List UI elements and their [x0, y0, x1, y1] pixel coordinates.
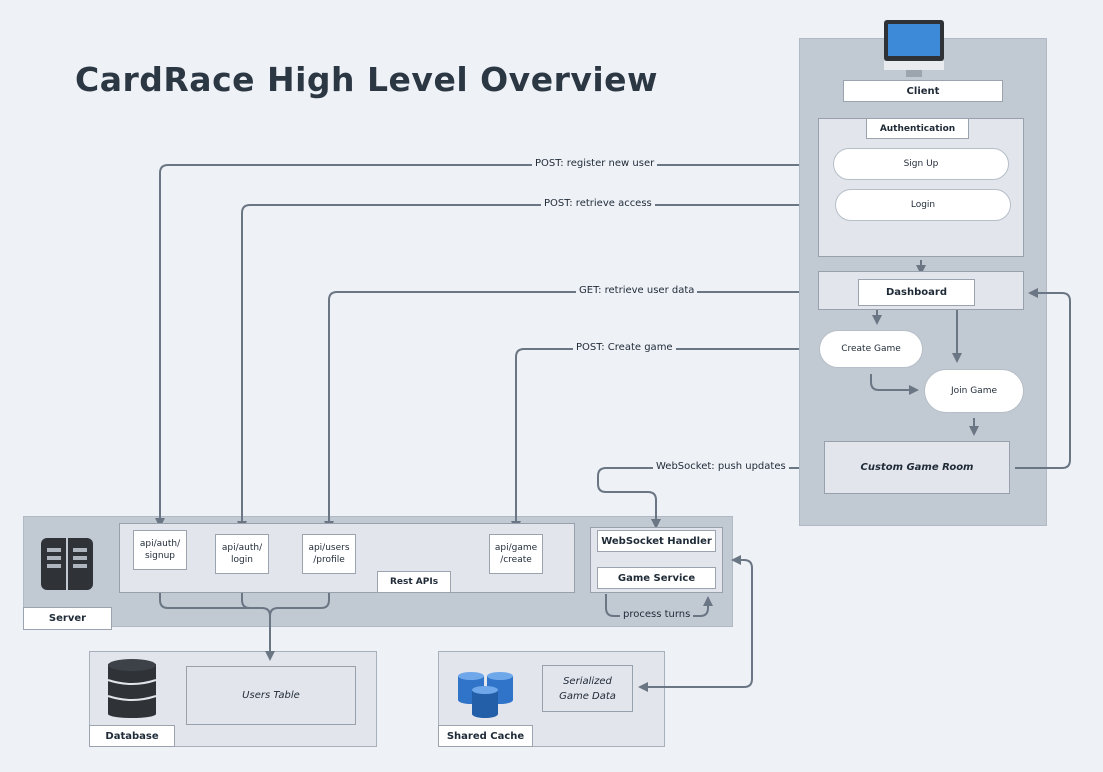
database-icon	[107, 659, 157, 718]
monitor-icon	[884, 20, 944, 77]
register-edge-label: POST: register new user	[532, 158, 658, 169]
login-button[interactable]: Login	[835, 189, 1011, 221]
user-data-edge-label: GET: retrieve user data	[576, 285, 698, 296]
authentication-label: Authentication	[866, 118, 969, 139]
server-icon	[41, 538, 93, 590]
shared-cache-label: Shared Cache	[438, 725, 533, 747]
register-edge	[155, 164, 799, 528]
user-data-edge	[324, 291, 799, 531]
join-game-button[interactable]: Join Game	[924, 369, 1024, 413]
websocket-edge-label: WebSocket: push updates	[653, 461, 789, 472]
page-title: CardRace High Level Overview	[75, 60, 659, 99]
sign-up-button[interactable]: Sign Up	[833, 148, 1009, 180]
websocket-edge	[597, 467, 799, 529]
room-to-dashboard-edge	[1015, 288, 1071, 469]
game-service: Game Service	[597, 567, 716, 589]
db-edge	[159, 593, 275, 661]
database-label: Database	[89, 725, 175, 747]
create-game-button[interactable]: Create Game	[819, 330, 923, 368]
endpoint-game-create: api/game /create	[489, 534, 543, 574]
serialized-game-data: Serialized Game Data	[542, 665, 633, 712]
access-edge-label: POST: retrieve access	[541, 198, 655, 209]
create-to-join-edge	[870, 374, 919, 395]
websocket-handler: WebSocket Handler	[597, 530, 716, 552]
cache-edge	[638, 555, 753, 692]
access-edge	[237, 204, 799, 531]
server-label: Server	[23, 607, 112, 630]
process-turns-label: process turns	[620, 609, 694, 620]
users-table: Users Table	[186, 666, 356, 725]
dashboard-button[interactable]: Dashboard	[858, 279, 975, 306]
endpoint-signup: api/auth/ signup	[133, 530, 187, 570]
client-label: Client	[843, 80, 1003, 102]
create-game-edge	[511, 348, 799, 531]
cache-icon	[458, 672, 513, 718]
authentication-group	[818, 118, 1024, 257]
endpoint-login: api/auth/ login	[215, 534, 269, 574]
create-game-edge-label: POST: Create game	[573, 342, 676, 353]
rest-apis-label: Rest APIs	[377, 571, 451, 593]
endpoint-profile: api/users /profile	[302, 534, 356, 574]
custom-game-room: Custom Game Room	[824, 441, 1010, 494]
